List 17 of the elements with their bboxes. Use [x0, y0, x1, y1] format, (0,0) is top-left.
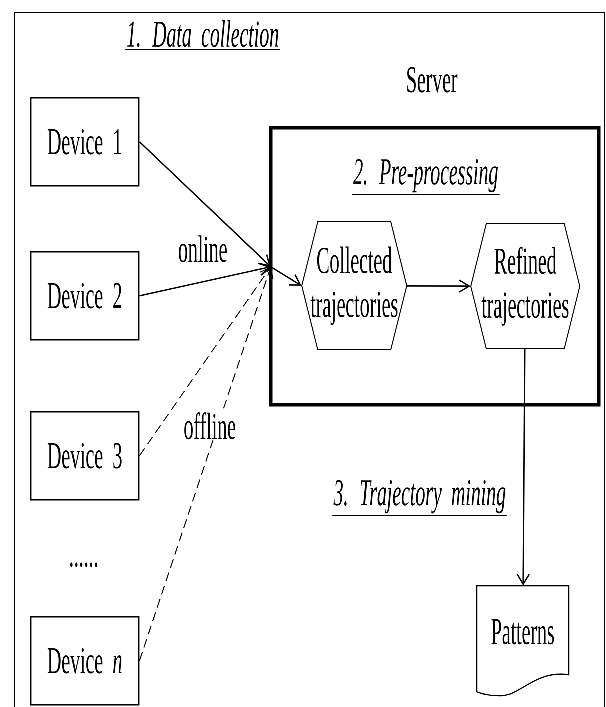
- device-box: Device 3: [30, 411, 140, 501]
- dashed-arrow: [139, 267, 274, 662]
- node-label: Server: [408, 67, 458, 93]
- arrow: [516, 349, 530, 586]
- edge-label: offline: [182, 411, 238, 441]
- arrow: [139, 142, 271, 267]
- dashed-arrow: [139, 267, 271, 456]
- step-heading: 1. Data collection: [125, 20, 281, 50]
- device-box: Device 2: [30, 251, 140, 341]
- step-heading: 3. Trajectory mining: [332, 480, 508, 516]
- arrow: [407, 280, 471, 293]
- arrow: [270, 266, 302, 286]
- arrow: [140, 262, 271, 297]
- ellipsis: ......: [70, 562, 98, 568]
- device-box: Device 1: [30, 97, 140, 187]
- device-box: Device n: [30, 616, 140, 706]
- edge-label: online: [177, 234, 229, 264]
